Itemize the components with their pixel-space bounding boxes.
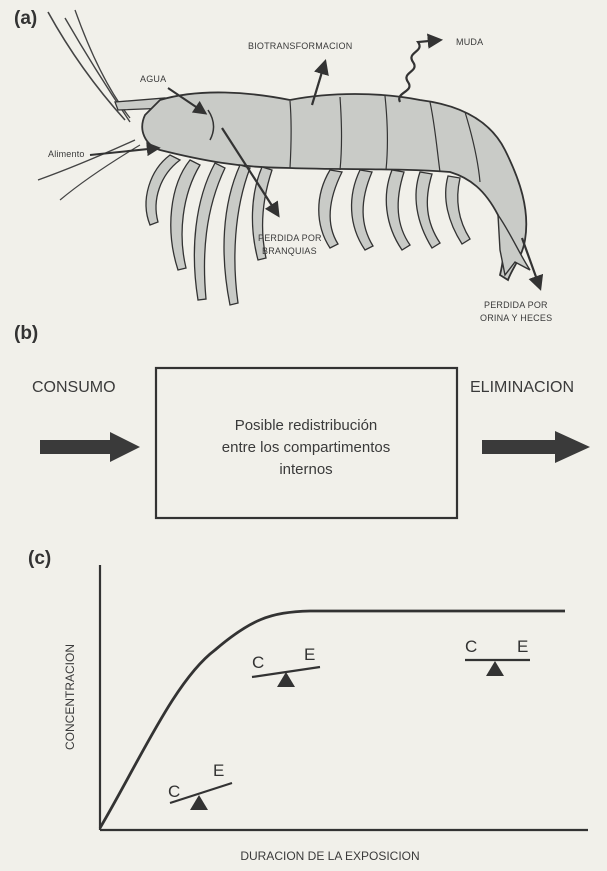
- consumo-label: CONSUMO: [32, 379, 116, 396]
- box-text-line1: Posible redistribución: [235, 417, 378, 434]
- perdida-orina-label-2: ORINA Y HECES: [480, 313, 552, 323]
- perdida-branquias-label-2: BRANQUIAS: [262, 246, 317, 256]
- alimento-arrow: [90, 148, 158, 155]
- balance-mid: C E: [252, 645, 320, 687]
- shrimp-diagram: AGUA Alimento BIOTRANSFORMACION MUDA PER…: [38, 10, 552, 323]
- muda-label: MUDA: [456, 37, 483, 47]
- agua-label: AGUA: [140, 74, 166, 84]
- accumulation-plot: CONCENTRACION DURACION DE LA EXPOSICION …: [63, 565, 588, 863]
- balance-early: C E: [168, 761, 232, 810]
- consumo-arrow: [40, 432, 140, 462]
- balance-early-e: E: [213, 761, 224, 780]
- y-axis-label: CONCENTRACION: [63, 644, 77, 750]
- eliminacion-arrow: [482, 431, 590, 463]
- balance-mid-e: E: [304, 645, 315, 664]
- box-text-line3: internos: [279, 461, 332, 478]
- perdida-orina-label-1: PERDIDA POR: [484, 300, 548, 310]
- perdida-branquias-label-1: PERDIDA POR: [258, 233, 322, 243]
- alimento-label: Alimento: [48, 149, 85, 159]
- biotransformacion-label: BIOTRANSFORMACION: [248, 41, 352, 51]
- balance-early-c: C: [168, 782, 180, 801]
- balance-steady-e: E: [517, 637, 528, 656]
- balance-mid-c: C: [252, 653, 264, 672]
- muda-spiral-arrow: [399, 40, 440, 102]
- x-axis-label: DURACION DE LA EXPOSICION: [240, 849, 419, 863]
- compartment-diagram: CONSUMO ELIMINACION Posible redistribuci…: [32, 368, 590, 518]
- balance-steady: C E: [465, 637, 530, 676]
- eliminacion-label: ELIMINACION: [470, 379, 574, 396]
- box-text-line2: entre los compartimentos: [222, 439, 390, 456]
- balance-steady-c: C: [465, 637, 477, 656]
